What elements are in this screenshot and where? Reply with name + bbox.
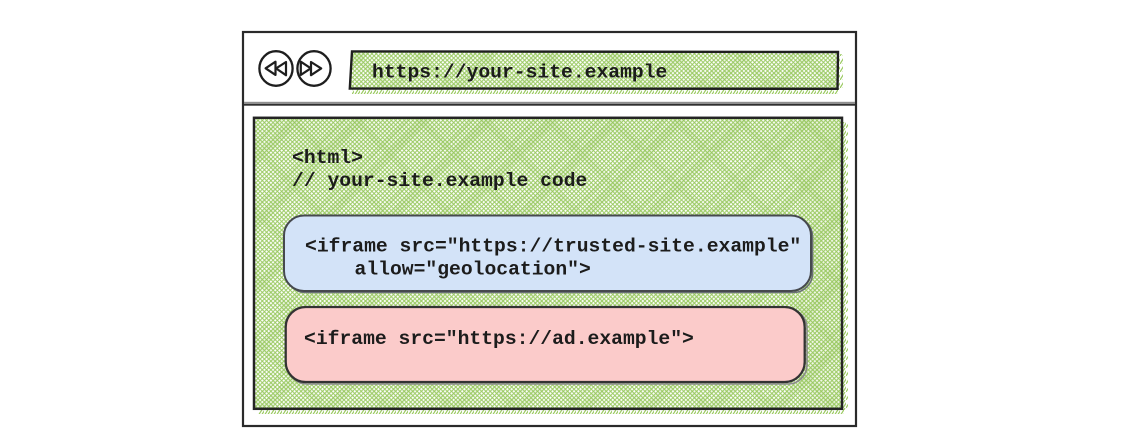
svg-text:// your-site.example code: // your-site.example code — [292, 170, 587, 192]
svg-text:https://your-site.example: https://your-site.example — [372, 62, 667, 84]
svg-text:<html>: <html> — [292, 147, 363, 169]
svg-text:allow="geolocation">: allow="geolocation"> — [355, 259, 591, 281]
svg-text:<iframe src="https://trusted-s: <iframe src="https://trusted-site.exampl… — [305, 235, 801, 257]
svg-text:<iframe src="https://ad.exampl: <iframe src="https://ad.example"> — [304, 328, 694, 350]
